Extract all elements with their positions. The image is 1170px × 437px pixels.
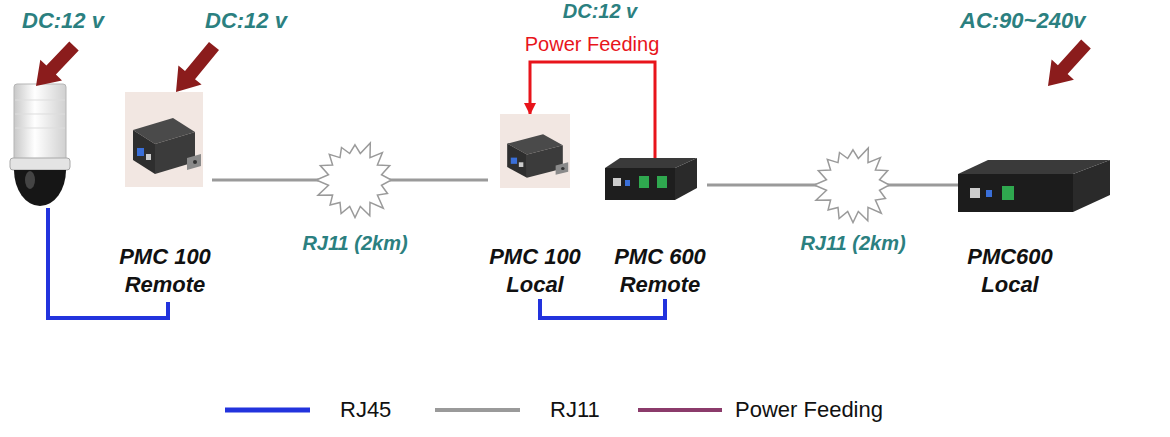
power-input-arrow <box>176 42 219 92</box>
edge-label: Power Feeding <box>522 33 663 56</box>
distance-starburst <box>316 143 391 218</box>
distance-starbursts <box>316 143 889 223</box>
legend-label: Power Feeding <box>735 397 883 423</box>
power-label: AC:90~240v <box>960 8 1085 34</box>
device-node: PMC 100 Remote <box>118 92 212 299</box>
distance-starburst <box>814 148 889 223</box>
edge-label: RJ11 (2km) <box>797 232 908 255</box>
power-label: DC:12 v <box>205 8 287 34</box>
legend-label: RJ11 <box>550 397 600 423</box>
device-illustration <box>500 114 570 188</box>
power-label: DC:12 v <box>563 0 637 23</box>
device-label: PMC 100 Local <box>488 243 582 299</box>
device-node: PMC 600 Remote <box>605 158 707 299</box>
device-illustration <box>125 92 203 187</box>
power-input-arrow <box>36 42 79 87</box>
device-node: PMC 100 Local <box>488 114 582 299</box>
legend-power-line <box>638 408 722 412</box>
power-label: DC:12 v <box>22 8 104 34</box>
legend-rj11-line <box>435 408 520 412</box>
power-input-arrow <box>1048 40 1091 86</box>
device-node: PMC600 Local <box>958 160 1110 299</box>
legend-label: RJ45 <box>340 397 391 423</box>
device-label: PMC 100 Remote <box>118 243 212 299</box>
legend-samples <box>225 410 722 411</box>
camera-illustration <box>10 84 70 206</box>
device-illustration <box>958 160 1110 212</box>
device-label: PMC 600 Remote <box>613 243 707 299</box>
edge-label: RJ11 (2km) <box>299 232 410 255</box>
legend-rj45-line <box>225 408 310 413</box>
device-illustration <box>605 158 697 200</box>
rj45-cable <box>540 299 665 318</box>
device-label: PMC600 Local <box>966 243 1054 299</box>
